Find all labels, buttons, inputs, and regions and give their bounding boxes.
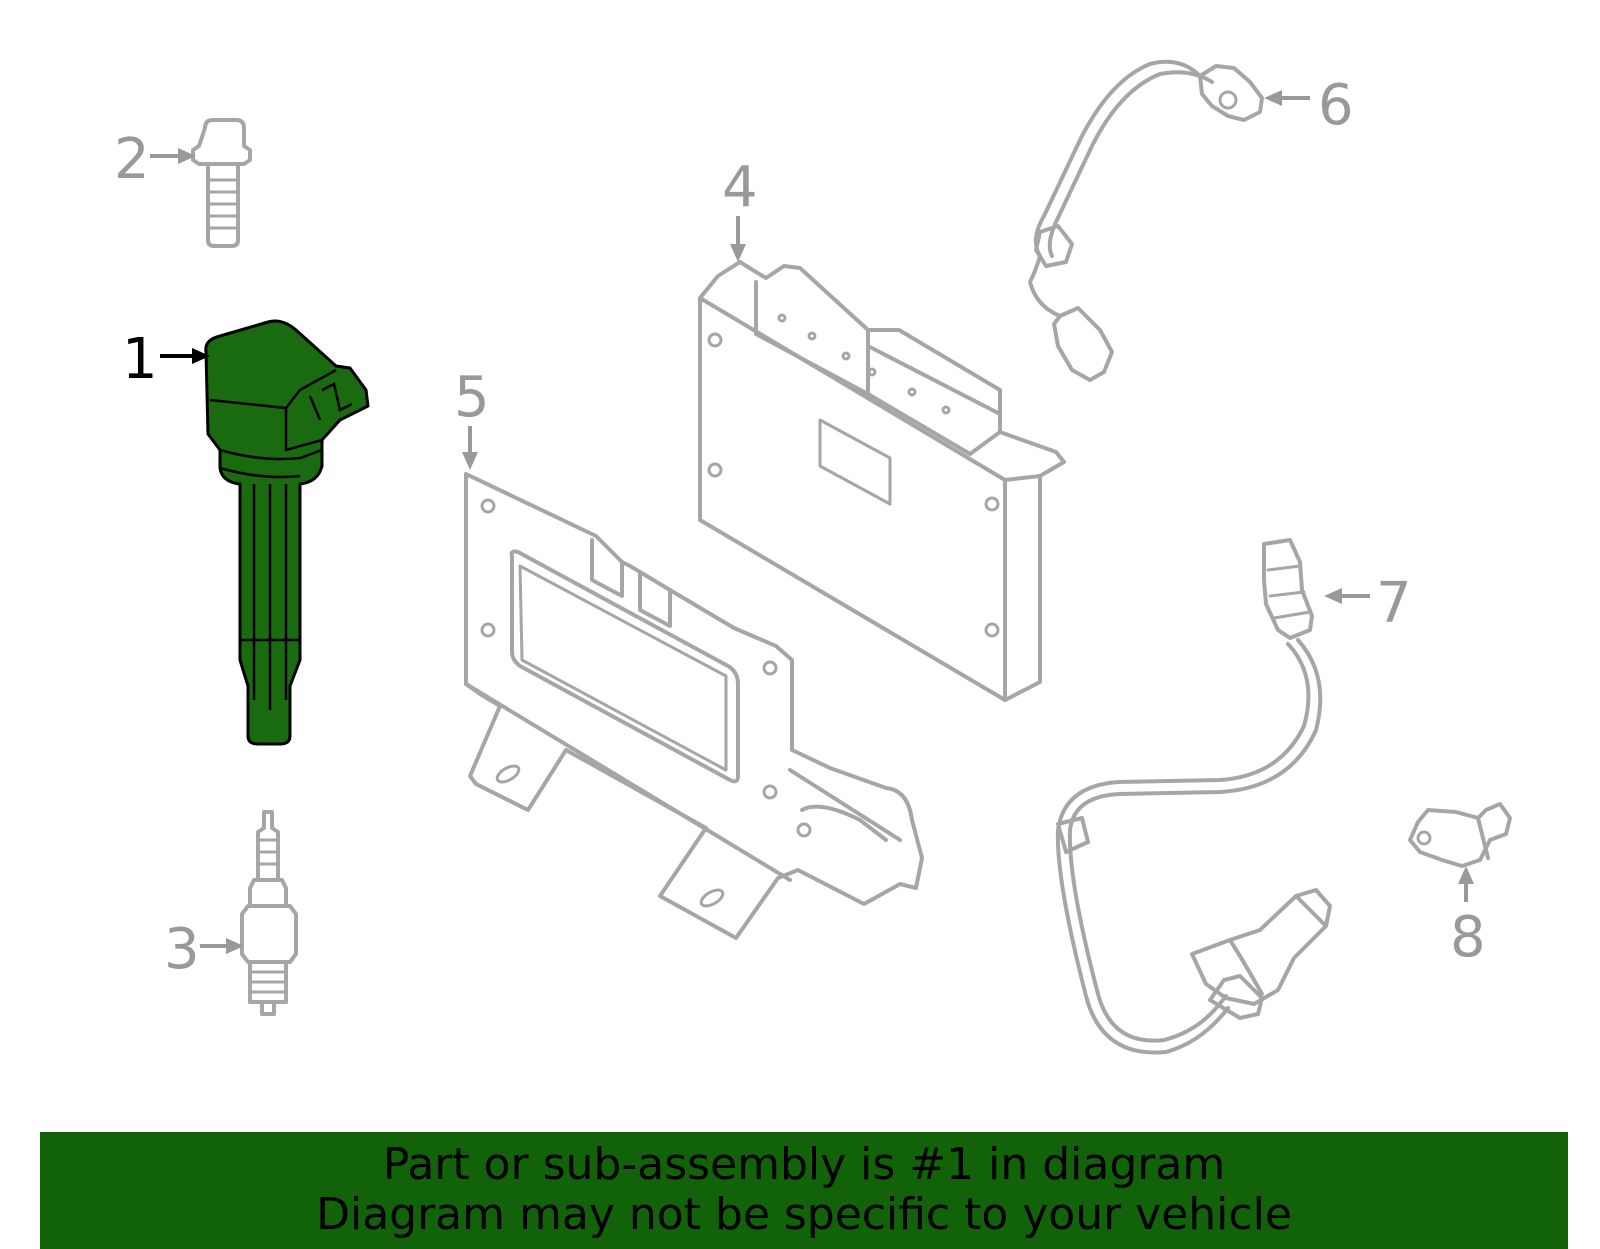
- callout-7: 7: [1376, 571, 1412, 636]
- callout-6: 6: [1318, 73, 1354, 138]
- part-7-crank-sensor[interactable]: [1055, 538, 1332, 1055]
- banner-line-2: Diagram may not be specific to your vehi…: [316, 1189, 1292, 1240]
- part-8-cam-sensor[interactable]: [1408, 802, 1512, 868]
- callout-5: 5: [454, 365, 490, 430]
- parts-diagram: 1 2 3 4 5 6 7 8: [114, 59, 1512, 1055]
- callout-2: 2: [114, 127, 150, 192]
- banner-line-1: Part or sub-assembly is #1 in diagram: [382, 1139, 1226, 1190]
- part-6-knock-sensor[interactable]: [1028, 59, 1264, 382]
- callout-3: 3: [164, 917, 200, 982]
- part-5-bracket[interactable]: [464, 472, 924, 940]
- callout-1: 1: [122, 327, 158, 392]
- callout-4: 4: [722, 155, 758, 220]
- part-4-ecm[interactable]: [698, 260, 1066, 702]
- part-2-bolt[interactable]: [191, 118, 252, 248]
- callout-arrows: [150, 90, 1474, 954]
- info-banner: Part or sub-assembly is #1 in diagram Di…: [40, 1132, 1568, 1249]
- part-3-spark-plug[interactable]: [240, 810, 298, 1016]
- part-1-ignition-coil[interactable]: [204, 319, 370, 746]
- callout-8: 8: [1450, 905, 1486, 970]
